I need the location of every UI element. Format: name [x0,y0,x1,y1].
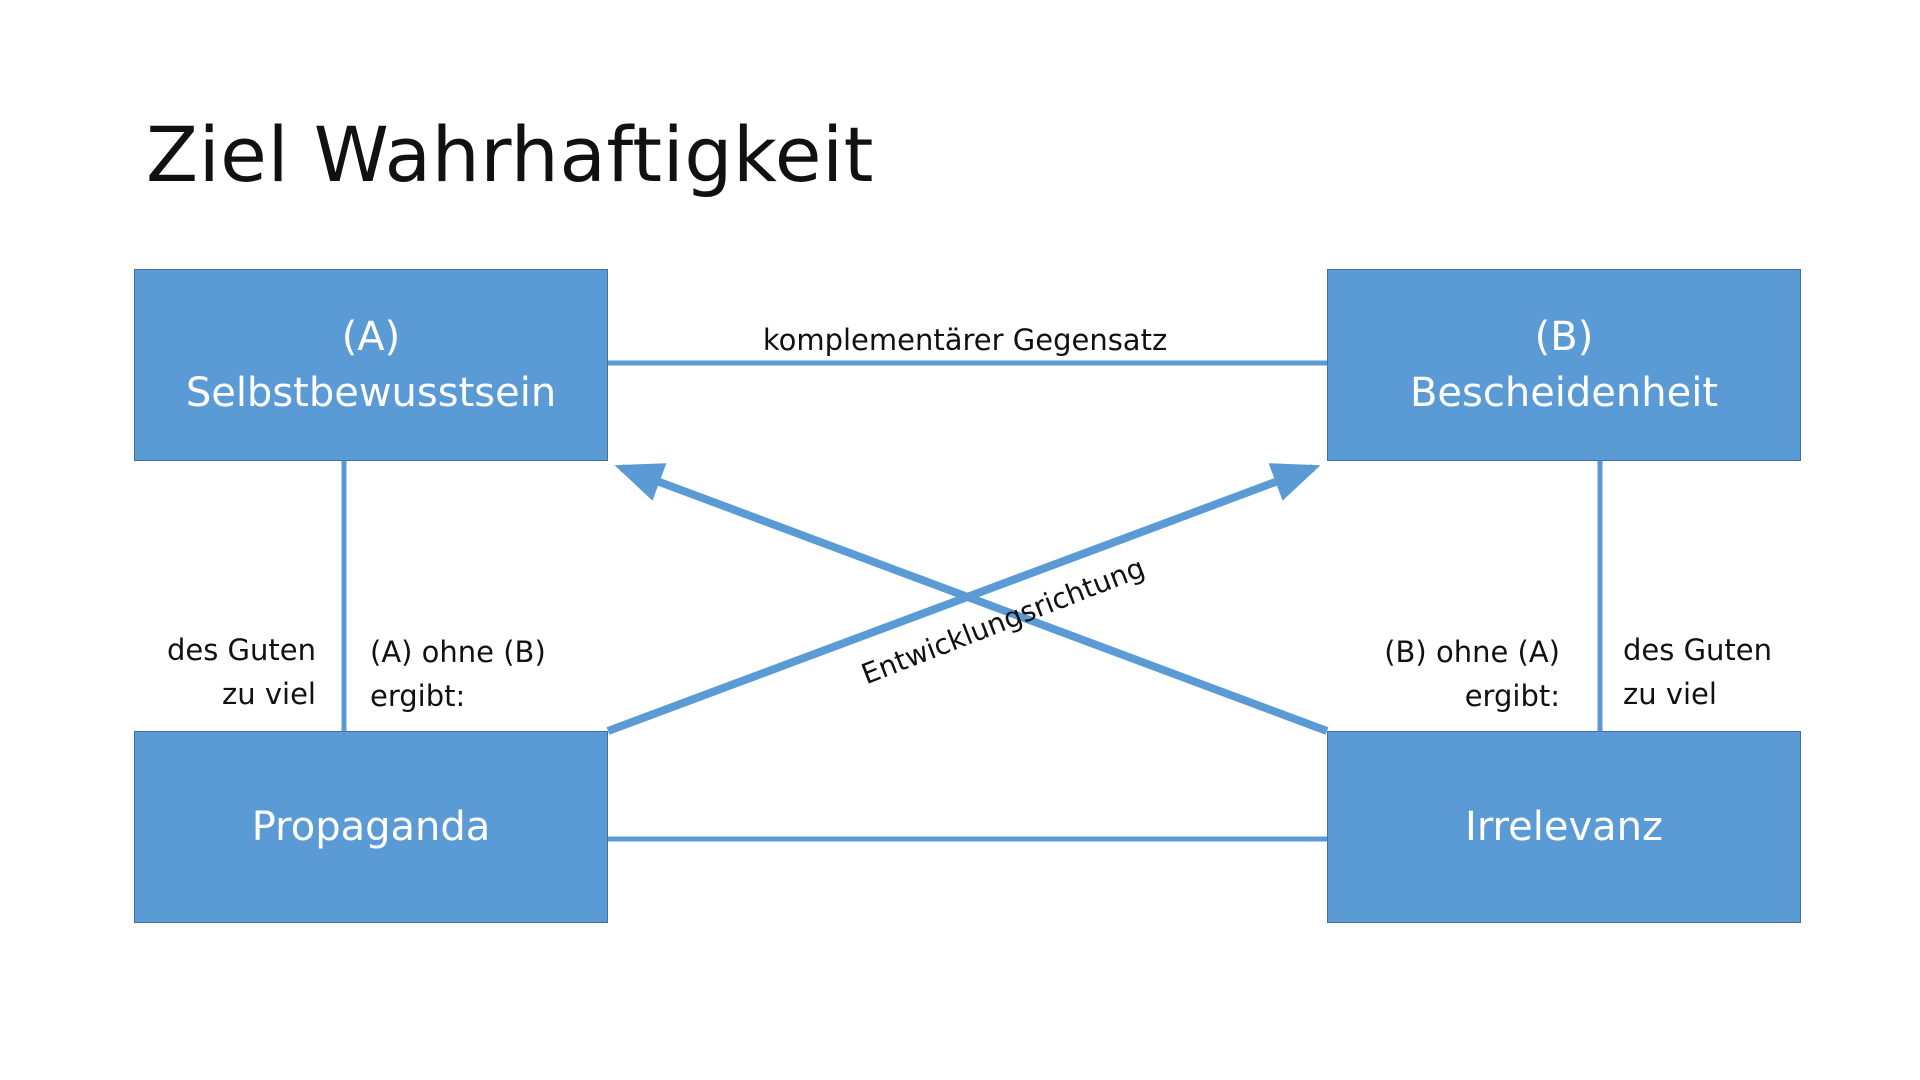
box-bescheidenheit: (B) Bescheidenheit [1327,269,1801,461]
box-a-label: Selbstbewusstsein [185,370,557,416]
label-b-ohne-a: (B) ohne (A) ergibt: [1384,630,1560,718]
label-komplementaerer-gegensatz: komplementärer Gegensatz [762,323,1168,357]
label-right-outer-line1: des Guten [1623,633,1773,667]
label-left-inner-line1: (A) ohne (B) [370,635,546,669]
box-d-label: Irrelevanz [1465,804,1663,850]
label-right-inner-line1: (B) ohne (A) [1384,635,1560,669]
label-left-outer-line2: zu viel [222,677,316,711]
box-irrelevanz: Irrelevanz [1327,731,1801,923]
box-selbstbewusstsein: (A) Selbstbewusstsein [134,269,608,461]
box-propaganda: Propaganda [134,731,608,923]
box-b-marker: (B) [1534,314,1594,360]
label-left-outer-line1: des Guten [166,633,316,667]
label-a-ohne-b: (A) ohne (B) ergibt: [370,630,546,718]
label-left-inner-line2: ergibt: [370,679,466,713]
label-right-inner-line2: ergibt: [1464,679,1560,713]
label-right-outer-line2: zu viel [1623,677,1717,711]
box-b-label: Bescheidenheit [1409,370,1719,416]
arrow-irrelevanz-to-selbstbewusstsein [614,463,1329,735]
box-a-marker: (A) [341,314,401,360]
label-right-des-guten-zu-viel: des Guten zu viel [1623,628,1772,716]
slide-title: Ziel Wahrhaftigkeit [146,110,874,199]
label-left-des-guten-zu-viel: des Guten zu viel [167,628,316,716]
box-c-label: Propaganda [251,804,491,850]
arrow-propaganda-to-bescheidenheit [606,463,1321,735]
